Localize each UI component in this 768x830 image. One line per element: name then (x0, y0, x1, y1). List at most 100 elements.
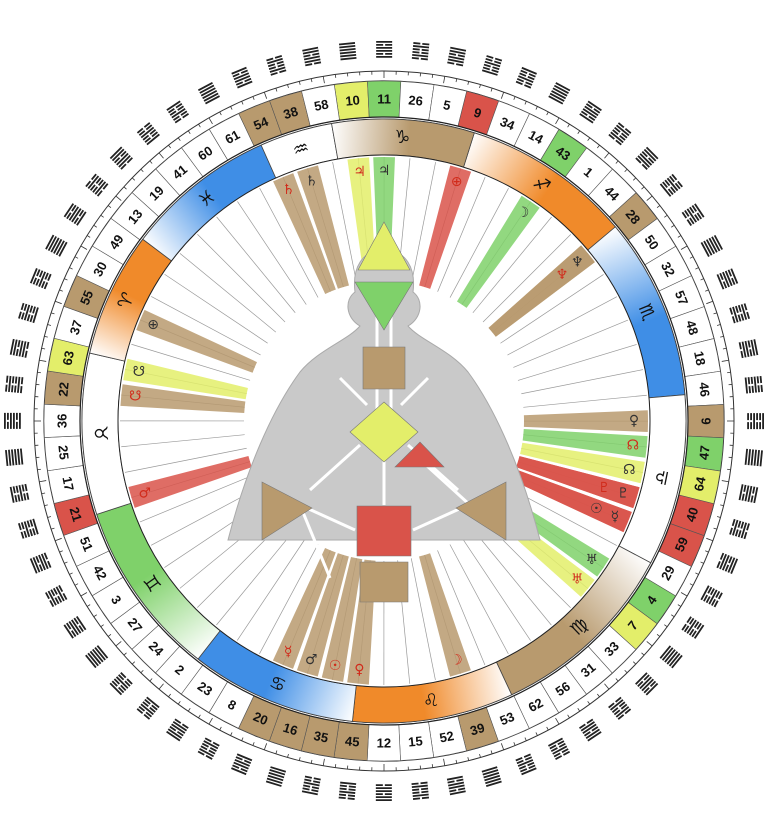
planet-glyph-icon: ☿ (284, 644, 293, 660)
zodiac-glyph-icon: ♏ (634, 301, 660, 324)
activated-ray (321, 557, 363, 682)
tick-mark (115, 641, 122, 647)
planet-glyph-icon: ♀ (629, 413, 639, 429)
activated-ray (419, 165, 472, 289)
tick-mark (298, 757, 301, 761)
hexagram-icon (608, 696, 632, 720)
ray-line (521, 369, 644, 395)
hexagram-icon (635, 672, 659, 696)
tick-mark (597, 693, 600, 698)
planet-glyph-icon: ☋ (129, 388, 141, 404)
tick-mark (587, 701, 591, 705)
gate-number: 60 (195, 143, 215, 164)
tick-mark (671, 224, 675, 228)
ray-line (216, 528, 296, 626)
tick-mark (706, 537, 714, 542)
ray-line (449, 188, 509, 298)
ray-line (164, 273, 268, 344)
gate-number: 46 (696, 382, 712, 398)
planet-glyph-icon: ☽ (517, 205, 530, 221)
tick-mark (713, 527, 717, 530)
hexagram-icon (109, 146, 133, 170)
hexagram-icon (681, 203, 705, 227)
channel-line (308, 443, 362, 492)
ray-line (500, 274, 604, 344)
ray-line (513, 319, 629, 368)
tick-mark (86, 235, 91, 238)
hexagram-icon (265, 766, 287, 787)
tick-mark (208, 117, 213, 125)
ray-line (461, 537, 531, 641)
hexagram-icon (338, 42, 357, 61)
tick-mark (123, 652, 127, 656)
hexagram-icon (9, 338, 30, 358)
activated-ray (523, 410, 648, 432)
planet-glyph-icon: ⊕ (147, 317, 159, 333)
hexagram-icon (63, 203, 87, 226)
hexagram-icon (9, 483, 30, 503)
planet-glyph-icon: ♇ (617, 486, 630, 502)
tick-mark (689, 583, 694, 586)
tick-mark (706, 300, 714, 305)
planet-glyph-icon: ☉ (329, 658, 342, 674)
tick-mark (41, 492, 46, 495)
gate-number: 11 (377, 91, 391, 106)
tick-mark (646, 641, 653, 647)
tick-mark (716, 516, 721, 518)
hexagram-icon (446, 775, 466, 796)
tick-mark (47, 516, 52, 518)
ray-line (472, 529, 552, 626)
tick-mark (467, 81, 470, 85)
tick-mark (158, 152, 164, 159)
gate-number: 62 (526, 695, 546, 715)
gate-number: 34 (498, 114, 518, 134)
tick-mark (680, 245, 688, 250)
tick-mark (677, 604, 682, 607)
tick-mark (467, 757, 470, 761)
ray-line (259, 544, 319, 654)
tick-mark (100, 214, 104, 218)
hexagram-icon (578, 718, 602, 742)
tick-mark (700, 561, 704, 564)
gate-number: 38 (282, 104, 300, 123)
hexagram-icon (85, 645, 109, 669)
gate-number: 35 (312, 728, 329, 746)
planet-glyph-icon: ♂ (138, 485, 151, 501)
tick-mark (656, 634, 661, 637)
tick-mark (64, 561, 68, 564)
hexagram-icon (579, 100, 602, 124)
ray-line (237, 201, 307, 305)
gate-number: 56 (553, 679, 573, 700)
center-sacral (356, 505, 412, 557)
gate-number: 55 (77, 288, 96, 307)
hexagram-icon (635, 146, 659, 170)
tick-mark (93, 224, 97, 228)
gate-number: 53 (498, 709, 517, 728)
tick-mark (524, 737, 527, 741)
activated-ray (456, 195, 540, 308)
planet-glyph-icon: ☉ (590, 501, 603, 517)
tick-mark (149, 678, 153, 682)
activated-ray (296, 553, 349, 677)
tick-mark (39, 359, 47, 362)
hexagram-icon (63, 615, 87, 639)
tick-mark (252, 96, 255, 100)
tick-mark (86, 604, 91, 607)
tick-mark (80, 245, 88, 250)
centers (261, 221, 507, 603)
ray-line (139, 474, 255, 523)
ray-line (437, 550, 486, 666)
tick-mark (713, 312, 717, 315)
tick-mark (705, 550, 709, 553)
tick-mark (577, 708, 581, 712)
center-ajna (354, 281, 414, 331)
tick-mark (567, 123, 570, 128)
activated-ray (488, 245, 595, 337)
tick-mark (219, 111, 222, 116)
gate-number: 17 (59, 475, 77, 492)
gate-number: 18 (691, 350, 709, 367)
gate-number: 15 (407, 733, 423, 749)
tick-mark (615, 678, 619, 682)
tick-mark (546, 726, 549, 731)
gate-number: 22 (55, 381, 71, 397)
